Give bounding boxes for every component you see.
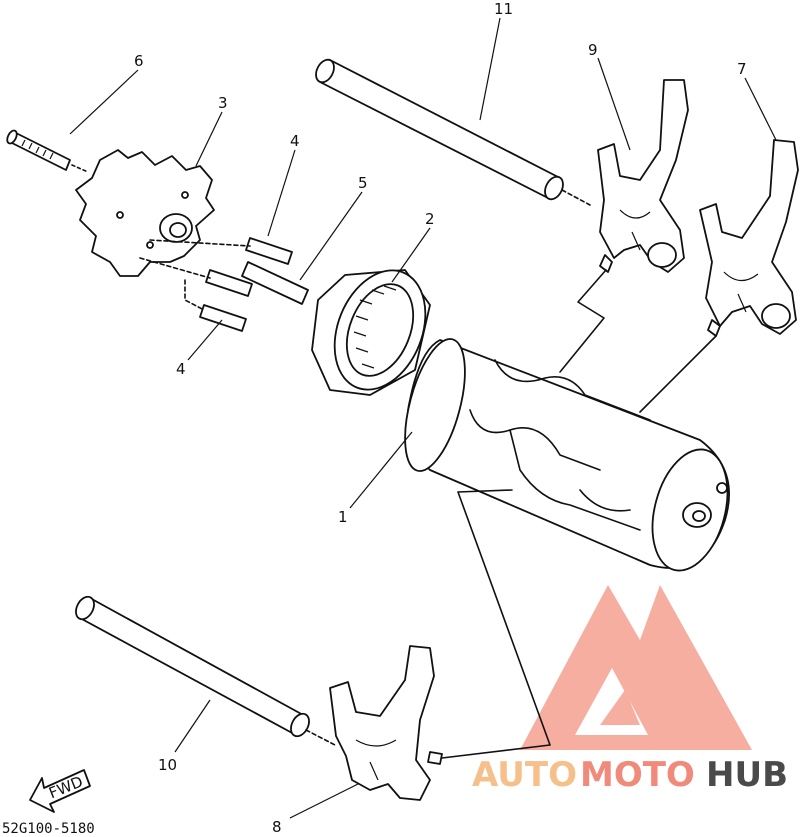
part-4-pins [139, 237, 293, 332]
label-part-5: 5 [358, 174, 368, 192]
part-9-shift-fork [597, 79, 689, 273]
fwd-arrow-icon: FWD [29, 769, 91, 813]
leader-lines [69, 17, 777, 819]
label-part-2: 2 [425, 210, 435, 228]
diagram-code: 52G100-5180 [2, 821, 95, 837]
label-part-11: 11 [494, 0, 513, 18]
label-part-7: 7 [737, 60, 747, 78]
label-part-10: 10 [158, 756, 177, 774]
label-part-9: 9 [588, 41, 598, 59]
label-part-3: 3 [218, 94, 228, 112]
label-part-4-lower: 4 [176, 360, 186, 378]
part-5-pin [241, 261, 309, 305]
watermark-logo-icon [520, 585, 752, 750]
part-3-segment [75, 149, 215, 277]
part-8-shift-fork [329, 645, 443, 801]
alignment-lines [441, 269, 717, 759]
part-1-shift-drum [404, 338, 730, 572]
watermark-text: AUTO MOTO HUB [472, 755, 788, 795]
label-part-6: 6 [134, 52, 144, 70]
label-part-8: 8 [272, 818, 282, 836]
part-2-bearing [311, 269, 431, 396]
watermark-hub: HUB [706, 755, 788, 795]
part-7-shift-fork [699, 139, 799, 337]
label-part-4-upper: 4 [290, 132, 300, 150]
part-11-shift-shaft [315, 58, 591, 206]
part-10-shift-shaft [75, 595, 336, 746]
part-6-bolt [6, 129, 89, 173]
watermark-auto: AUTO [472, 755, 577, 795]
label-part-1: 1 [338, 508, 348, 526]
part-labels: 11 9 7 6 3 4 5 2 4 1 10 8 [134, 0, 747, 836]
watermark-moto: MOTO [580, 755, 695, 795]
